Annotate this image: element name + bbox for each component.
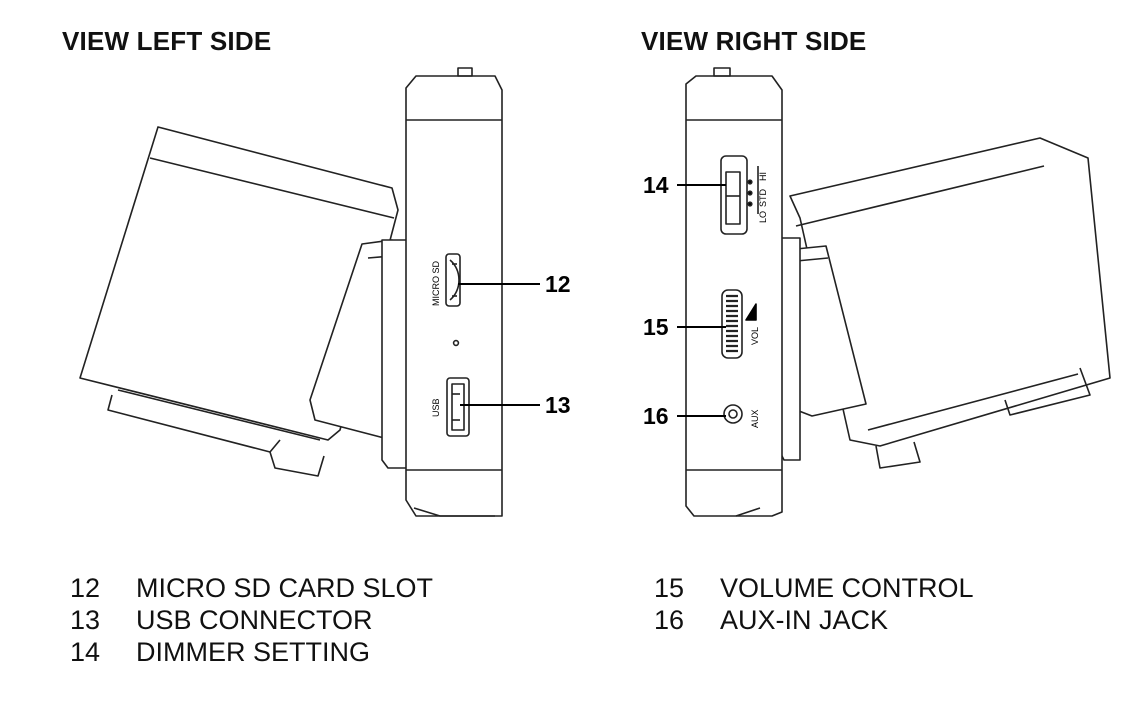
right-side-view xyxy=(677,67,1111,517)
legend-label: VOLUME CONTROL xyxy=(720,573,974,603)
legend-label: AUX-IN JACK xyxy=(720,605,889,635)
callout-15: 15 xyxy=(643,314,669,340)
legend-number: 13 xyxy=(70,605,101,635)
legend-row: 16 AUX-IN JACK xyxy=(654,604,974,636)
micro-sd-slot xyxy=(445,253,461,307)
vol-label: VOL xyxy=(750,327,760,345)
dimmer-switch xyxy=(720,155,759,235)
heading-view-right-side: VIEW RIGHT SIDE xyxy=(641,26,867,56)
micro-sd-label: MICRO SD xyxy=(431,260,441,306)
legend-row: 15 VOLUME CONTROL xyxy=(654,572,974,604)
legend-right: 15 VOLUME CONTROL 16 AUX-IN JACK xyxy=(654,572,974,636)
aux-jack xyxy=(723,404,743,424)
legend-row: 13 USB CONNECTOR xyxy=(70,604,433,636)
usb-label: USB xyxy=(431,398,441,417)
left-mount-rear xyxy=(79,126,399,477)
callout-14: 14 xyxy=(643,172,669,198)
indicator-dot xyxy=(452,339,460,347)
volume-up-arrow-icon xyxy=(745,303,757,321)
legend-left: 12 MICRO SD CARD SLOT 13 USB CONNECTOR 1… xyxy=(70,572,433,668)
legend-number: 14 xyxy=(70,637,101,667)
legend-row: 12 MICRO SD CARD SLOT xyxy=(70,572,433,604)
usb-port xyxy=(446,377,470,437)
legend-label: DIMMER SETTING xyxy=(136,637,370,667)
dimmer-lo-label: LO xyxy=(758,211,768,223)
volume-wheel xyxy=(721,289,757,359)
aux-label: AUX xyxy=(750,409,760,428)
heading-view-left-side: VIEW LEFT SIDE xyxy=(62,26,272,56)
dimmer-hi-label: HI xyxy=(758,172,768,181)
legend-number: 15 xyxy=(654,573,685,603)
legend-number: 16 xyxy=(654,605,685,635)
legend-number: 12 xyxy=(70,573,101,603)
legend-row: 14 DIMMER SETTING xyxy=(70,636,433,668)
dimmer-std-label: STD xyxy=(758,188,768,207)
left-hinge-bracket xyxy=(381,239,409,469)
left-side-view xyxy=(79,67,540,517)
right-hinge-bracket xyxy=(779,237,801,461)
callout-13: 13 xyxy=(545,392,571,418)
legend-label: USB CONNECTOR xyxy=(136,605,373,635)
legend-label: MICRO SD CARD SLOT xyxy=(136,573,434,603)
callout-12: 12 xyxy=(545,271,571,297)
callout-16: 16 xyxy=(643,403,669,429)
